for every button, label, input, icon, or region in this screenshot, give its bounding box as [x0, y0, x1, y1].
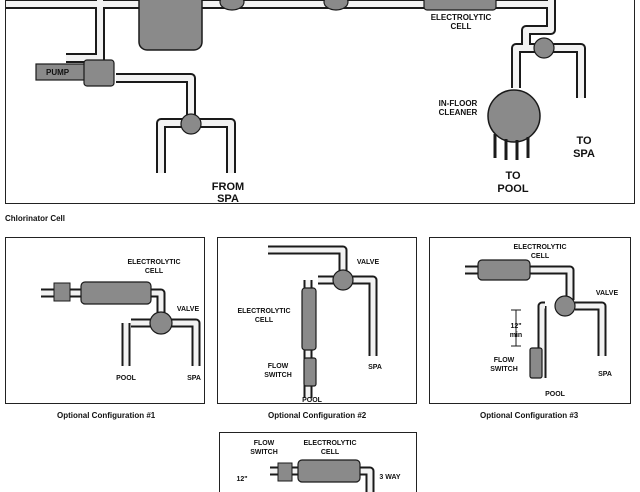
config3-electrolytic-1: ELECTROLYTIC — [513, 244, 566, 251]
config3-flow-1: FLOW — [494, 357, 515, 364]
to-pool-label-1: TO — [505, 170, 521, 182]
config2-valve — [332, 269, 354, 291]
pump-label: PUMP — [46, 68, 70, 77]
config1-fitting — [53, 282, 71, 302]
config2-electrolytic-2: CELL — [255, 317, 274, 324]
config3-dist-1: 12" — [510, 323, 521, 330]
main-diagram: PUMP ELECTROLYTIC CELL IN-FLOOR CLEANER … — [6, 0, 595, 204]
config1-valve-label: VALVE — [177, 306, 200, 313]
to-spa-label-2: SPA — [573, 148, 595, 160]
config3-flow-2: SWITCH — [490, 366, 518, 373]
config2-panel: VALVE ELECTROLYTIC CELL FLOW SWITCH POOL… — [217, 237, 417, 404]
config4-diagram: FLOW SWITCH ELECTROLYTIC CELL 12" 3 WAY — [236, 440, 401, 492]
electrolytic-cell — [423, 0, 497, 11]
electrolytic-label-1: ELECTROLYTIC — [431, 13, 492, 22]
config3-dist-2: min — [510, 332, 522, 339]
config3-valve — [554, 295, 576, 317]
to-pool-label-2: POOL — [497, 183, 528, 195]
config4-panel: FLOW SWITCH ELECTROLYTIC CELL 12" 3 WAY — [219, 432, 417, 492]
config1-panel: ELECTROLYTIC CELL VALVE POOL SPA — [5, 237, 205, 404]
spa-return-valve — [180, 113, 202, 135]
top-valve-1 — [219, 0, 245, 11]
config1-caption: Optional Configuration #1 — [57, 411, 156, 420]
config3-panel: ELECTROLYTIC CELL VALVE 12" min FLOW SWI… — [429, 237, 631, 404]
config1-cell — [80, 281, 152, 305]
config2-pool-label: POOL — [302, 397, 323, 404]
main-caption: Chlorinator Cell — [5, 214, 66, 223]
config3-flow-switch — [529, 347, 543, 379]
in-floor-label-1: IN-FLOOR — [439, 99, 478, 108]
cleaner-outlets — [493, 134, 530, 160]
to-spa-label-1: TO — [576, 135, 592, 147]
config1-valve — [149, 311, 173, 335]
config3-valve-label: VALVE — [596, 290, 619, 297]
in-floor-cleaner — [487, 89, 541, 143]
main-pipes — [6, 0, 586, 173]
config2-spa-label: SPA — [368, 364, 382, 371]
config2-caption: Optional Configuration #2 — [268, 411, 367, 420]
config4-flow-2: SWITCH — [250, 449, 278, 456]
from-spa-label-1: FROM — [212, 181, 244, 193]
top-valve-2 — [323, 0, 349, 11]
config3-pool-label: POOL — [545, 391, 566, 398]
config1-electrolytic-2: CELL — [145, 268, 164, 275]
config2-electrolytic-1: ELECTROLYTIC — [237, 308, 290, 315]
config3-diagram: ELECTROLYTIC CELL VALVE 12" min FLOW SWI… — [465, 244, 619, 398]
from-spa-label-2: SPA — [217, 193, 239, 204]
config3-dimension-line — [511, 309, 521, 347]
filter-tank — [138, 0, 203, 51]
electrolytic-label-2: CELL — [451, 22, 472, 31]
config3-cell — [477, 259, 531, 281]
config2-diagram: VALVE ELECTROLYTIC CELL FLOW SWITCH POOL… — [237, 245, 382, 404]
config2-flow-switch — [303, 357, 317, 387]
config4-cell — [297, 459, 361, 483]
config3-electrolytic-2: CELL — [531, 253, 550, 260]
config1-diagram: ELECTROLYTIC CELL VALVE POOL SPA — [41, 259, 201, 382]
in-floor-label-2: CLEANER — [439, 108, 478, 117]
config1-spa-label: SPA — [187, 375, 201, 382]
config4-electrolytic-2: CELL — [321, 449, 340, 456]
config4-flow-switch — [277, 462, 293, 482]
right-valve — [533, 37, 555, 59]
config1-electrolytic-1: ELECTROLYTIC — [127, 259, 180, 266]
config4-electrolytic-1: ELECTROLYTIC — [303, 440, 356, 447]
config3-caption: Optional Configuration #3 — [480, 411, 579, 420]
config2-valve-label: VALVE — [357, 259, 380, 266]
pump-motor — [83, 59, 115, 87]
config2-flow-1: FLOW — [268, 363, 289, 370]
config2-flow-2: SWITCH — [264, 372, 292, 379]
config3-spa-label: SPA — [598, 371, 612, 378]
main-diagram-panel: PUMP ELECTROLYTIC CELL IN-FLOOR CLEANER … — [5, 0, 635, 204]
config1-pool-label: POOL — [116, 375, 137, 382]
config4-three-way: 3 WAY — [379, 474, 400, 481]
config4-flow-1: FLOW — [254, 440, 275, 447]
config2-cell — [301, 287, 317, 351]
